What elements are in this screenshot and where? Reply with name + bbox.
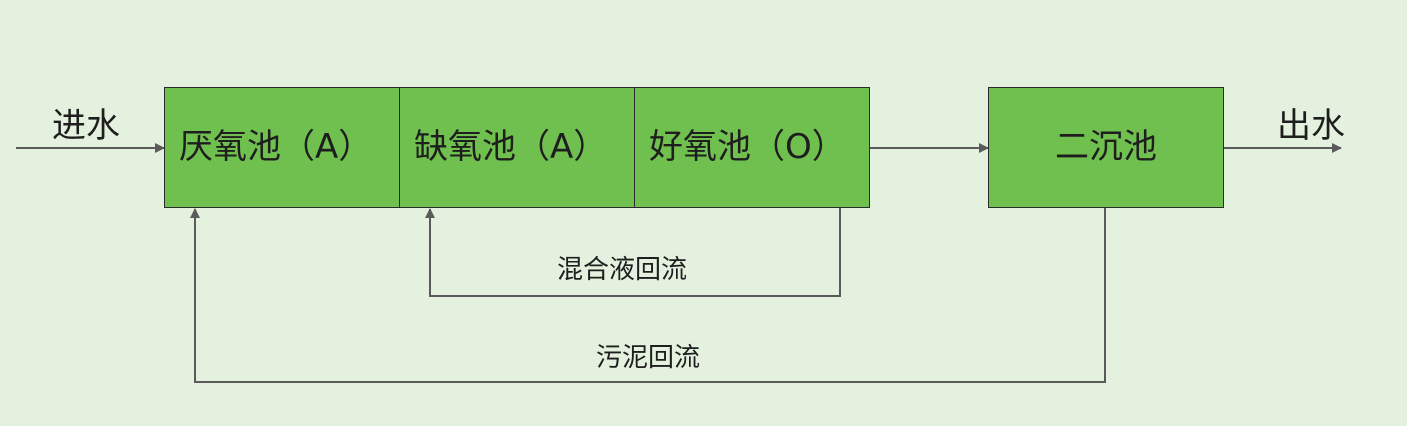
outlet-label: 出水 [1277, 106, 1345, 146]
sludge-return-label: 污泥回流 [596, 343, 701, 373]
inlet-label: 进水 [52, 106, 120, 146]
anoxic-tank: 缺氧池（A） [399, 87, 635, 208]
mixed-liquor-return-label: 混合液回流 [557, 255, 688, 285]
anaerobic-tank: 厌氧池（A） [164, 87, 400, 208]
mixed-liquor-return-line [425, 207, 841, 297]
aerobic-tank: 好氧池（O） [634, 87, 870, 208]
secondary-clarifier-tank: 二沉池 [988, 87, 1224, 208]
sludge-return-line [190, 207, 1106, 383]
